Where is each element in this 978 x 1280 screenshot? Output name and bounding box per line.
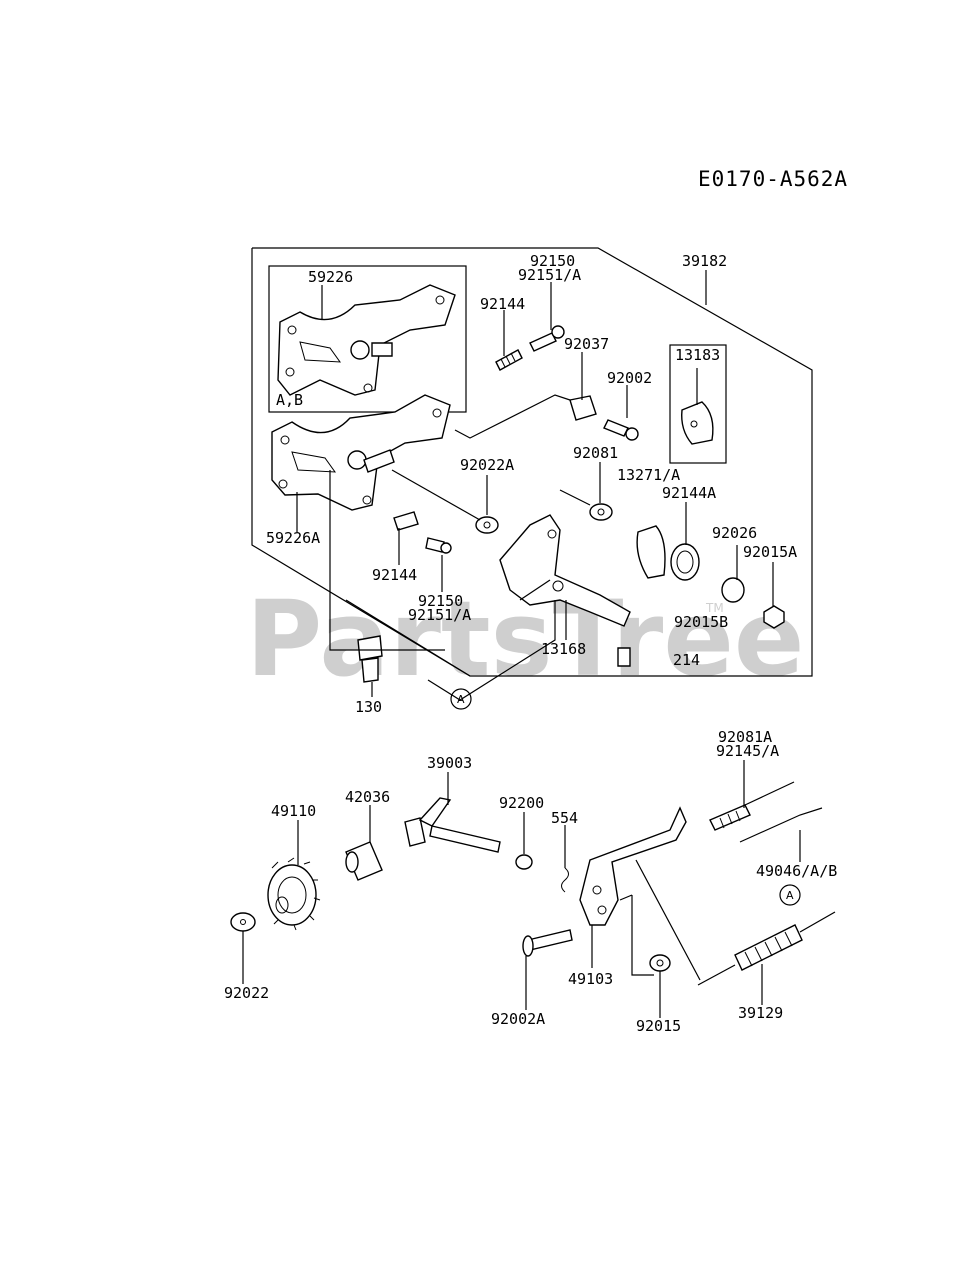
spring-92145a xyxy=(709,781,795,831)
label-39182: 39182 xyxy=(682,252,727,270)
label-92151a-top: 92151/A xyxy=(518,266,581,284)
label-92081: 92081 xyxy=(573,444,618,462)
washer-92200 xyxy=(515,854,533,870)
shaft-42036 xyxy=(345,841,383,881)
bracket-59226a-drawing xyxy=(271,394,451,511)
shaft-39003 xyxy=(404,797,501,853)
label-49046-a-b: 49046/A/B xyxy=(756,862,837,880)
bolt-92150-bot xyxy=(425,537,452,554)
label-39129: 39129 xyxy=(738,1004,783,1022)
rod-49046 xyxy=(739,807,823,843)
label-a-b: A,B xyxy=(276,391,303,409)
washer-92081 xyxy=(589,503,613,521)
label-59226: 59226 xyxy=(308,268,353,286)
assembly-outline xyxy=(251,247,813,677)
label-214: 214 xyxy=(673,651,700,669)
label-42036: 42036 xyxy=(345,788,390,806)
label-92022: 92022 xyxy=(224,984,269,1002)
label-92150-top: 92150 xyxy=(530,252,575,270)
callout-a-upper xyxy=(450,688,472,710)
label-92200: 92200 xyxy=(499,794,544,812)
label-92037: 92037 xyxy=(564,335,609,353)
label-92144-bot: 92144 xyxy=(372,566,417,584)
lever-13168 xyxy=(499,514,631,627)
bolt-130 xyxy=(357,635,383,683)
callout-a-lower xyxy=(779,884,801,906)
gear-49110 xyxy=(267,857,321,931)
spring-92026 xyxy=(670,543,700,581)
label-92022a: 92022A xyxy=(460,456,514,474)
label-13271a: 13271/A xyxy=(617,466,680,484)
spring-92144-bot xyxy=(393,511,419,531)
label-92002a: 92002A xyxy=(491,1010,545,1028)
washer-92015 xyxy=(649,954,671,972)
label-92015: 92015 xyxy=(636,1017,681,1035)
label-49110: 49110 xyxy=(271,802,316,820)
label-92144a: 92144A xyxy=(662,484,716,502)
label-92026: 92026 xyxy=(712,524,757,542)
callout-a-upper-text: A xyxy=(457,693,465,706)
label-92144-top: 92144 xyxy=(480,295,525,313)
washer-92022 xyxy=(230,912,256,932)
label-92151a-bot: 92151/A xyxy=(408,606,471,624)
label-554: 554 xyxy=(551,809,578,827)
inset-box-13183 xyxy=(669,344,727,464)
label-92150-bot: 92150 xyxy=(418,592,463,610)
clip-92037 xyxy=(569,395,597,421)
collar-92015b xyxy=(721,577,745,603)
leader-lines-upper xyxy=(296,270,774,701)
lever-49103 xyxy=(579,806,687,926)
callout-a-lower-text: A xyxy=(786,889,794,902)
label-13168: 13168 xyxy=(541,640,586,658)
inset-box-59226 xyxy=(268,265,467,413)
spring-92144-top xyxy=(495,349,523,371)
pin-92002a xyxy=(522,929,573,957)
bolt-92002 xyxy=(603,419,639,441)
label-92081a: 92081A xyxy=(718,728,772,746)
label-92002: 92002 xyxy=(607,369,652,387)
diagram-code: E0170-A562A xyxy=(698,167,848,191)
pin-554 xyxy=(561,867,569,893)
screw-214 xyxy=(617,647,631,667)
bolt-92150-top xyxy=(529,325,565,352)
label-39003: 39003 xyxy=(427,754,472,772)
label-92015b: 92015B xyxy=(674,613,728,631)
spring-39129 xyxy=(697,911,836,986)
spring-92144-main xyxy=(363,449,395,473)
label-13183: 13183 xyxy=(675,346,720,364)
label-130: 130 xyxy=(355,698,382,716)
plate-13271a xyxy=(636,525,666,579)
plate-13183 xyxy=(681,401,714,445)
label-59226a: 59226A xyxy=(266,529,320,547)
washer-92022a xyxy=(475,516,499,534)
bracket-59226-drawing xyxy=(277,284,456,396)
leader-lines-lower xyxy=(242,760,801,1018)
label-92145a: 92145/A xyxy=(716,742,779,760)
nut-92015a xyxy=(763,605,785,629)
watermark-trademark: TM xyxy=(705,601,724,615)
label-49103: 49103 xyxy=(568,970,613,988)
label-92015a: 92015A xyxy=(743,543,797,561)
